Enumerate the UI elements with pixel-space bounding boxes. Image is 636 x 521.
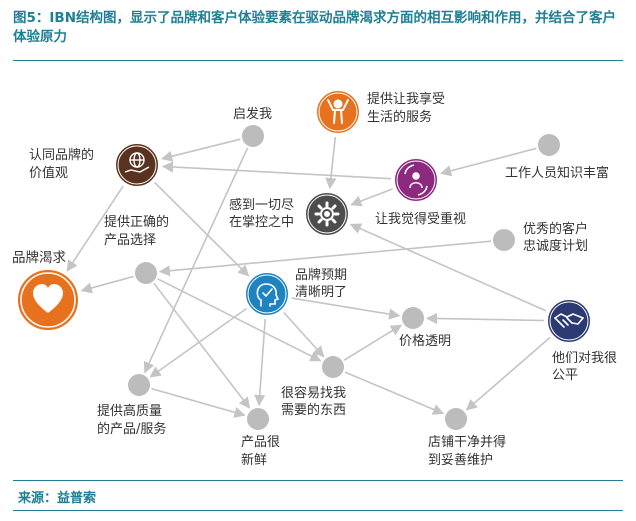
arrow-fair-to-transparent: [425, 312, 545, 325]
arrow-enjoy-to-control: [325, 136, 337, 190]
arrow-fair-to-clean: [465, 336, 551, 411]
node-brand-values: [114, 142, 160, 188]
node-fresh: [247, 408, 269, 430]
label-transparent: 价格透明: [399, 333, 451, 349]
node-easy-find: [322, 356, 344, 378]
node-respected: [393, 157, 439, 203]
arrow-clear-to-easy: [283, 311, 325, 358]
label-enjoy-life: 提供让我享受 生活的服务: [367, 91, 449, 125]
source-divider-bottom: [13, 510, 623, 511]
label-brand-values: 认同品牌的 价值观: [29, 147, 98, 181]
label-clear-expect: 品牌预期 清晰明了: [295, 267, 351, 300]
label-inspire: 启发我: [233, 106, 272, 122]
label-loyalty: 优秀的客户 忠诚度计划: [523, 221, 592, 254]
label-clean-store: 店铺干净并得 到妥善维护: [428, 434, 510, 468]
label-fair: 他们对我很 公平: [552, 351, 621, 383]
arrow-easy-to-transparent: [343, 324, 403, 361]
source-divider-top: [13, 480, 623, 481]
label-control: 感到一切尽 在掌控之中: [229, 197, 298, 230]
node-control: [304, 191, 350, 237]
arrow-loyalty-to-right: [158, 240, 492, 277]
arrow-values-to-clear: [154, 182, 250, 277]
label-staff: 工作人员知识丰富: [505, 165, 609, 181]
arrow-right-to-easy: [157, 278, 322, 362]
head-check-icon: [256, 283, 280, 307]
arrow-right-to-fresh: [153, 282, 251, 409]
title-divider: [13, 60, 623, 61]
connection-arrows: [66, 136, 551, 418]
node-brand-desire: [16, 268, 80, 332]
heart-icon: [33, 284, 63, 313]
arrow-right-to-desire: [80, 275, 134, 294]
label-right-product: 提供正确的 产品选择: [104, 214, 173, 248]
label-easy-find: 很容易找我 需要的东西: [281, 385, 350, 418]
person-arrows-icon: [404, 164, 428, 196]
arrow-easy-to-clean: [344, 371, 445, 415]
person-cheer-icon: [327, 99, 349, 124]
node-loyalty: [493, 229, 515, 251]
node-quality: [128, 374, 150, 396]
node-clear-expect: [244, 271, 290, 317]
arrow-values-to-desire: [66, 185, 124, 272]
node-enjoy-life: [315, 89, 361, 135]
arrow-respected-to-values: [161, 161, 392, 180]
arrow-inspire-to-values: [161, 138, 241, 162]
node-clean-store: [445, 408, 467, 430]
node-right-product: [135, 262, 157, 284]
arrow-clear-to-transparent: [291, 297, 401, 320]
arrow-inspire-to-quality: [143, 147, 249, 374]
gear-icon: [314, 201, 340, 227]
node-staff: [538, 134, 560, 156]
globe-hand-icon: [124, 152, 150, 173]
label-fresh: 产品很 新鲜: [241, 435, 284, 468]
arrow-staff-to-respected: [440, 147, 537, 177]
label-brand-desire: 品牌渴求: [12, 249, 66, 266]
figure-title: 图5：IBN结构图，显示了品牌和客户体验要素在驱动品牌渴求方面的相互影响和作用，…: [13, 10, 617, 45]
arrow-clear-to-quality: [149, 307, 248, 378]
handshake-icon: [554, 313, 584, 328]
label-quality: 提供高质量 的产品/服务: [97, 403, 166, 437]
node-transparent: [402, 307, 424, 329]
source-note: 来源：益普索: [18, 491, 97, 506]
node-inspire: [242, 125, 264, 147]
label-respected: 让我觉得受重视: [375, 211, 466, 227]
arrow-respected-to-control: [350, 188, 393, 207]
arrow-fair-to-control: [349, 223, 547, 312]
arrow-clear-to-fresh: [254, 318, 266, 407]
node-fair: [546, 298, 592, 344]
arrow-quality-to-fresh: [151, 387, 246, 418]
